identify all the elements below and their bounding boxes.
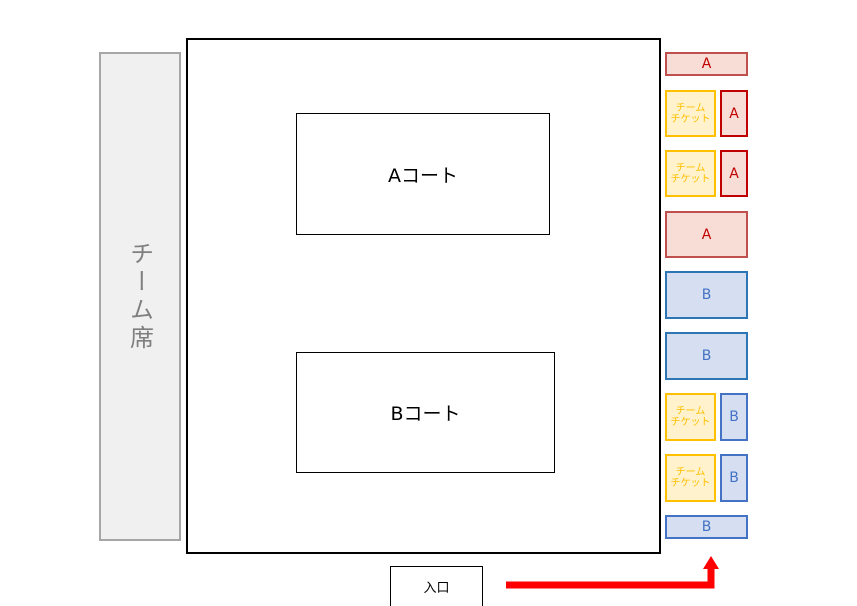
seat-a-3: A [720, 150, 748, 197]
seat-label: A [701, 56, 712, 72]
ticket-label-line2: チケット [670, 173, 711, 185]
seat-b-4: B [720, 454, 748, 502]
seat-b-3: B [720, 393, 748, 441]
seat-label: B [729, 409, 739, 425]
seat-label: B [701, 287, 712, 303]
ticket-label-line2: チケット [670, 113, 711, 125]
seat-b-2: B [665, 332, 748, 380]
seat-label: A [729, 105, 739, 122]
route-arrow-head [703, 556, 719, 569]
route-arrow-line [506, 568, 715, 589]
seat-b-1: B [665, 271, 748, 319]
court-a-label: Aコート [388, 164, 458, 187]
seat-a-4: A [665, 211, 748, 258]
seat-a-2: A [720, 90, 748, 137]
team-ticket-a-2: チーム チケット [665, 150, 716, 197]
court-b-label: Bコート [390, 403, 461, 425]
entrance: 入口 [390, 566, 483, 606]
ticket-label-line2: チケット [670, 417, 711, 428]
seat-a-1: A [665, 52, 748, 76]
team-seat-area: チーム席 [99, 52, 181, 541]
seat-label: A [701, 226, 712, 243]
seat-label: A [729, 165, 739, 182]
seat-b-5: B [665, 515, 748, 539]
ticket-label-line1: チーム [675, 102, 706, 114]
court-b: Bコート [296, 352, 555, 473]
team-ticket-a-1: チーム チケット [665, 90, 716, 137]
court-a: Aコート [296, 113, 550, 235]
team-seat-label: チーム席 [125, 240, 154, 353]
ticket-label-line1: チーム [675, 162, 706, 174]
ticket-label-line1: チーム [675, 406, 706, 417]
ticket-label-line1: チーム [675, 467, 706, 478]
seat-label: B [701, 519, 712, 535]
ticket-label-line2: チケット [670, 478, 711, 489]
seat-label: B [701, 348, 712, 364]
team-ticket-b-1: チーム チケット [665, 393, 716, 441]
seat-label: B [729, 470, 739, 486]
entrance-label: 入口 [423, 581, 450, 596]
team-ticket-b-2: チーム チケット [665, 454, 716, 502]
